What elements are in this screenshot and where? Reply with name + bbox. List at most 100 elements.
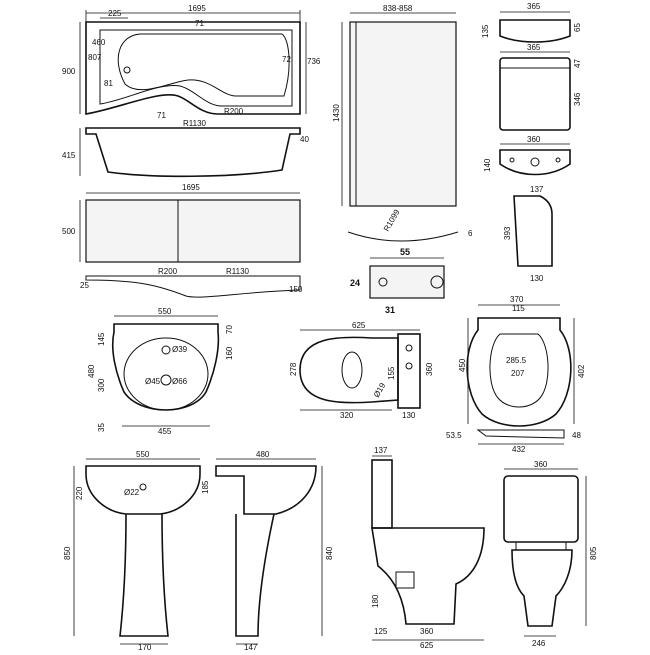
basin-bowl — [123, 337, 209, 411]
basin-front-height: 220 — [75, 486, 84, 500]
bath-plan-depth-inner: 460 — [92, 38, 106, 47]
toilet-pan-outline — [299, 336, 399, 404]
screen-plan-curve — [347, 231, 459, 242]
bath-outer-outline — [85, 21, 301, 115]
toilet-bowl-opening — [341, 351, 363, 389]
cistern-top-width: 365 — [527, 2, 541, 11]
bath-plan-depth-outer: 900 — [62, 67, 76, 76]
wc-side-cistern: 137 — [374, 446, 388, 455]
seat-outline — [466, 317, 572, 427]
toilet-plan-pan: 320 — [340, 411, 354, 420]
basin-plan-width: 550 — [158, 307, 172, 316]
toilet-plan-width-right: 360 — [425, 362, 434, 376]
toilet-plan-outlet: Ø19 — [372, 381, 388, 399]
toilet-plan-width-left: 278 — [289, 362, 298, 376]
basin-waste-left: Ø45 — [145, 377, 161, 386]
wc-cistern-front — [503, 475, 579, 543]
wc-side-total: 625 — [420, 641, 434, 650]
bath-screen: 838-858 1430 R1099 6 — [332, 4, 473, 242]
wc-cistern-side — [371, 459, 393, 529]
cistern-side-view: 137 393 130 — [503, 185, 553, 283]
wc-side-base: 125 — [374, 627, 388, 636]
profile-outline — [369, 265, 445, 299]
bath-rim-line — [99, 29, 293, 107]
wc-side-pan: 360 — [420, 627, 434, 636]
cistern-front-lid: 47 — [573, 59, 582, 68]
toilet-plan-length: 625 — [352, 321, 366, 330]
pedestal-front — [119, 513, 169, 637]
pedestal-side — [235, 513, 275, 637]
basin-plan-depth: 480 — [87, 364, 96, 378]
basin-front-overflow: Ø22 — [124, 488, 140, 497]
bath-side-height: 415 — [62, 151, 76, 160]
profile-width: 55 — [400, 247, 410, 257]
wc-pan-side — [371, 527, 485, 625]
bath-panel-outline — [85, 199, 301, 263]
bath-plan-r81: 81 — [104, 79, 113, 88]
cistern-top-outline — [499, 19, 571, 43]
screen-thickness: 6 — [468, 229, 473, 238]
basin-front-outline — [85, 465, 201, 515]
cistern-top-lid: 65 — [573, 23, 582, 32]
toilet-plan-cistern: 130 — [402, 411, 416, 420]
cistern-front-width: 365 — [527, 43, 541, 52]
basin-pedestal-side: 480 185 840 147 — [201, 450, 334, 652]
basin-plan-bowl: 300 — [97, 378, 106, 392]
cistern-front-height: 346 — [573, 92, 582, 106]
screen-glass — [349, 21, 457, 207]
bath-side-elevation: 415 40 — [62, 127, 309, 178]
basin-plan-front: 35 — [97, 423, 106, 432]
basin-side-rim: 185 — [201, 480, 210, 494]
wc-pan-front — [511, 549, 573, 627]
toilet-plan-cistern-gap: 155 — [387, 366, 396, 380]
bath-side-outline — [85, 127, 301, 178]
bath-side-rim: 40 — [300, 135, 309, 144]
basin-side-total-height: 840 — [325, 546, 334, 560]
wc-floor-fixing — [395, 571, 415, 589]
seat-thickness-right: 48 — [572, 431, 581, 440]
profile-height: 24 — [350, 278, 360, 288]
seat-inner-width: 285.5 — [506, 356, 527, 365]
waste-hole — [160, 374, 172, 386]
bath-panel-plan: R200 R1130 25 150 — [80, 267, 303, 298]
bath-panel-end-left: 25 — [80, 281, 89, 290]
basin-plan-view: 550 70 145 Ø39 480 300 160 Ø45 Ø66 35 45… — [87, 307, 234, 436]
toilet-plan-view: 625 278 360 155 Ø19 320 130 — [289, 321, 434, 420]
cistern-front-view: 365 47 346 — [499, 43, 582, 131]
cistern-base-width: 360 — [527, 135, 541, 144]
basin-plan-bowl-width: 455 — [158, 427, 172, 436]
cistern-base-depth: 140 — [483, 158, 492, 172]
bath-plan-r71-top: 71 — [195, 19, 204, 28]
basin-side-base: 147 — [244, 643, 258, 650]
basin-front-total-height: 850 — [63, 546, 72, 560]
cistern-base-outline — [499, 149, 571, 176]
basin-plan-back: 70 — [225, 325, 234, 334]
wc-front-height: 805 — [589, 546, 598, 560]
seat-side-profile — [476, 429, 565, 439]
bath-plan-end-depth: 736 — [307, 57, 321, 66]
seat-width: 370 — [510, 295, 524, 304]
bath-plan-r72: 72 — [282, 55, 291, 64]
basin-side-depth: 480 — [256, 450, 270, 459]
bath-panel-curve — [85, 275, 301, 298]
toilet-cistern-plan — [397, 333, 421, 409]
wc-side-floor: 180 — [371, 594, 380, 608]
seat-inner-length: 207 — [511, 369, 525, 378]
profile-depth: 31 — [385, 305, 395, 315]
wc-front-base: 246 — [532, 639, 546, 648]
basin-plan-height-right: 160 — [225, 346, 234, 360]
bath-plan-r71-bottom: 71 — [157, 111, 166, 120]
cistern-side-height: 393 — [503, 226, 512, 240]
toilet-seat-view: 370 115 450 285.5 207 402 53.5 432 48 — [446, 295, 586, 454]
cistern-front-outline — [499, 57, 571, 131]
bath-plan-r1130: R1130 — [183, 119, 207, 128]
wc-front-width: 360 — [534, 460, 548, 469]
bath-waste — [123, 66, 131, 74]
screen-height: 1430 — [332, 104, 341, 122]
wc-front-view: 360 805 246 — [503, 460, 598, 648]
basin-plan-depth-top: 145 — [97, 332, 106, 346]
seat-inner — [489, 333, 549, 408]
seat-total: 402 — [577, 364, 586, 378]
